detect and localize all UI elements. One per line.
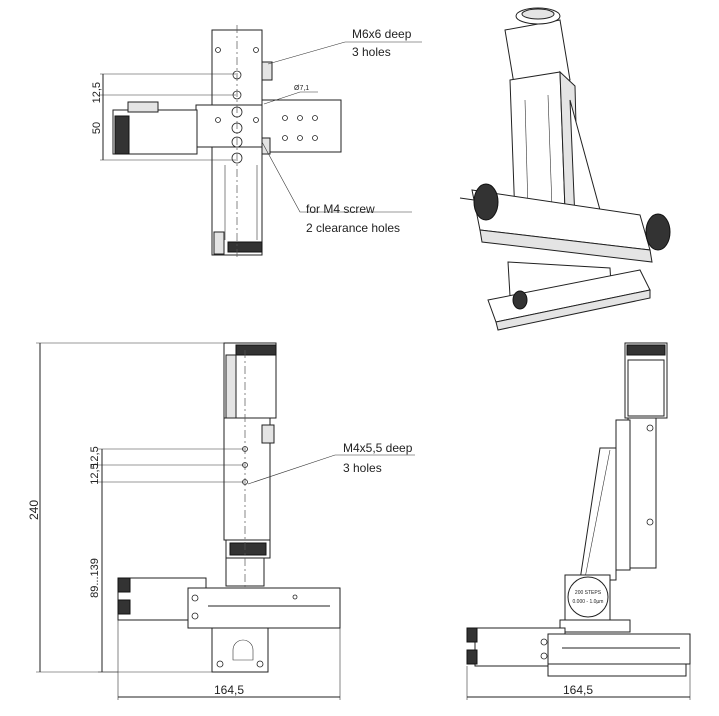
front-holes-label: M4x5,5 deep (343, 441, 413, 455)
clearance-count: 2 clearance holes (306, 221, 400, 235)
dial-line2: 0.000 - 1.0µm (573, 599, 604, 605)
front-dim-12-5-a: 12,5 (89, 446, 101, 467)
isometric-view (459, 7, 671, 331)
front-holes-count: 3 holes (343, 461, 382, 475)
top-holes-label: M6x6 deep (352, 27, 412, 41)
front-dim-12-5-b: 12,5 (89, 463, 101, 484)
side-dim-164-5: 164,5 (563, 683, 593, 697)
top-dim-50: 50 (91, 122, 103, 134)
top-holes-count: 3 holes (352, 45, 391, 59)
clearance-label: for M4 screw (306, 202, 375, 216)
side-view: 200 STEPS 0.000 - 1.0µm 164,5 (466, 342, 691, 700)
front-dim-164-5: 164,5 (214, 683, 244, 697)
dial-line1: 200 STEPS (575, 590, 602, 596)
front-dim-89-139: 89...139 (89, 558, 101, 598)
diameter-label: Ø7,1 (294, 85, 309, 92)
front-view: 240 12,5 12,5 89...139 164,5 M4x5,5 deep… (27, 342, 415, 700)
front-dim-240: 240 (27, 500, 41, 520)
top-view: 12,5 50 M6x6 deep 3 holes Ø7,1 for M4 sc… (91, 25, 422, 258)
top-dim-12-5: 12,5 (91, 82, 103, 103)
